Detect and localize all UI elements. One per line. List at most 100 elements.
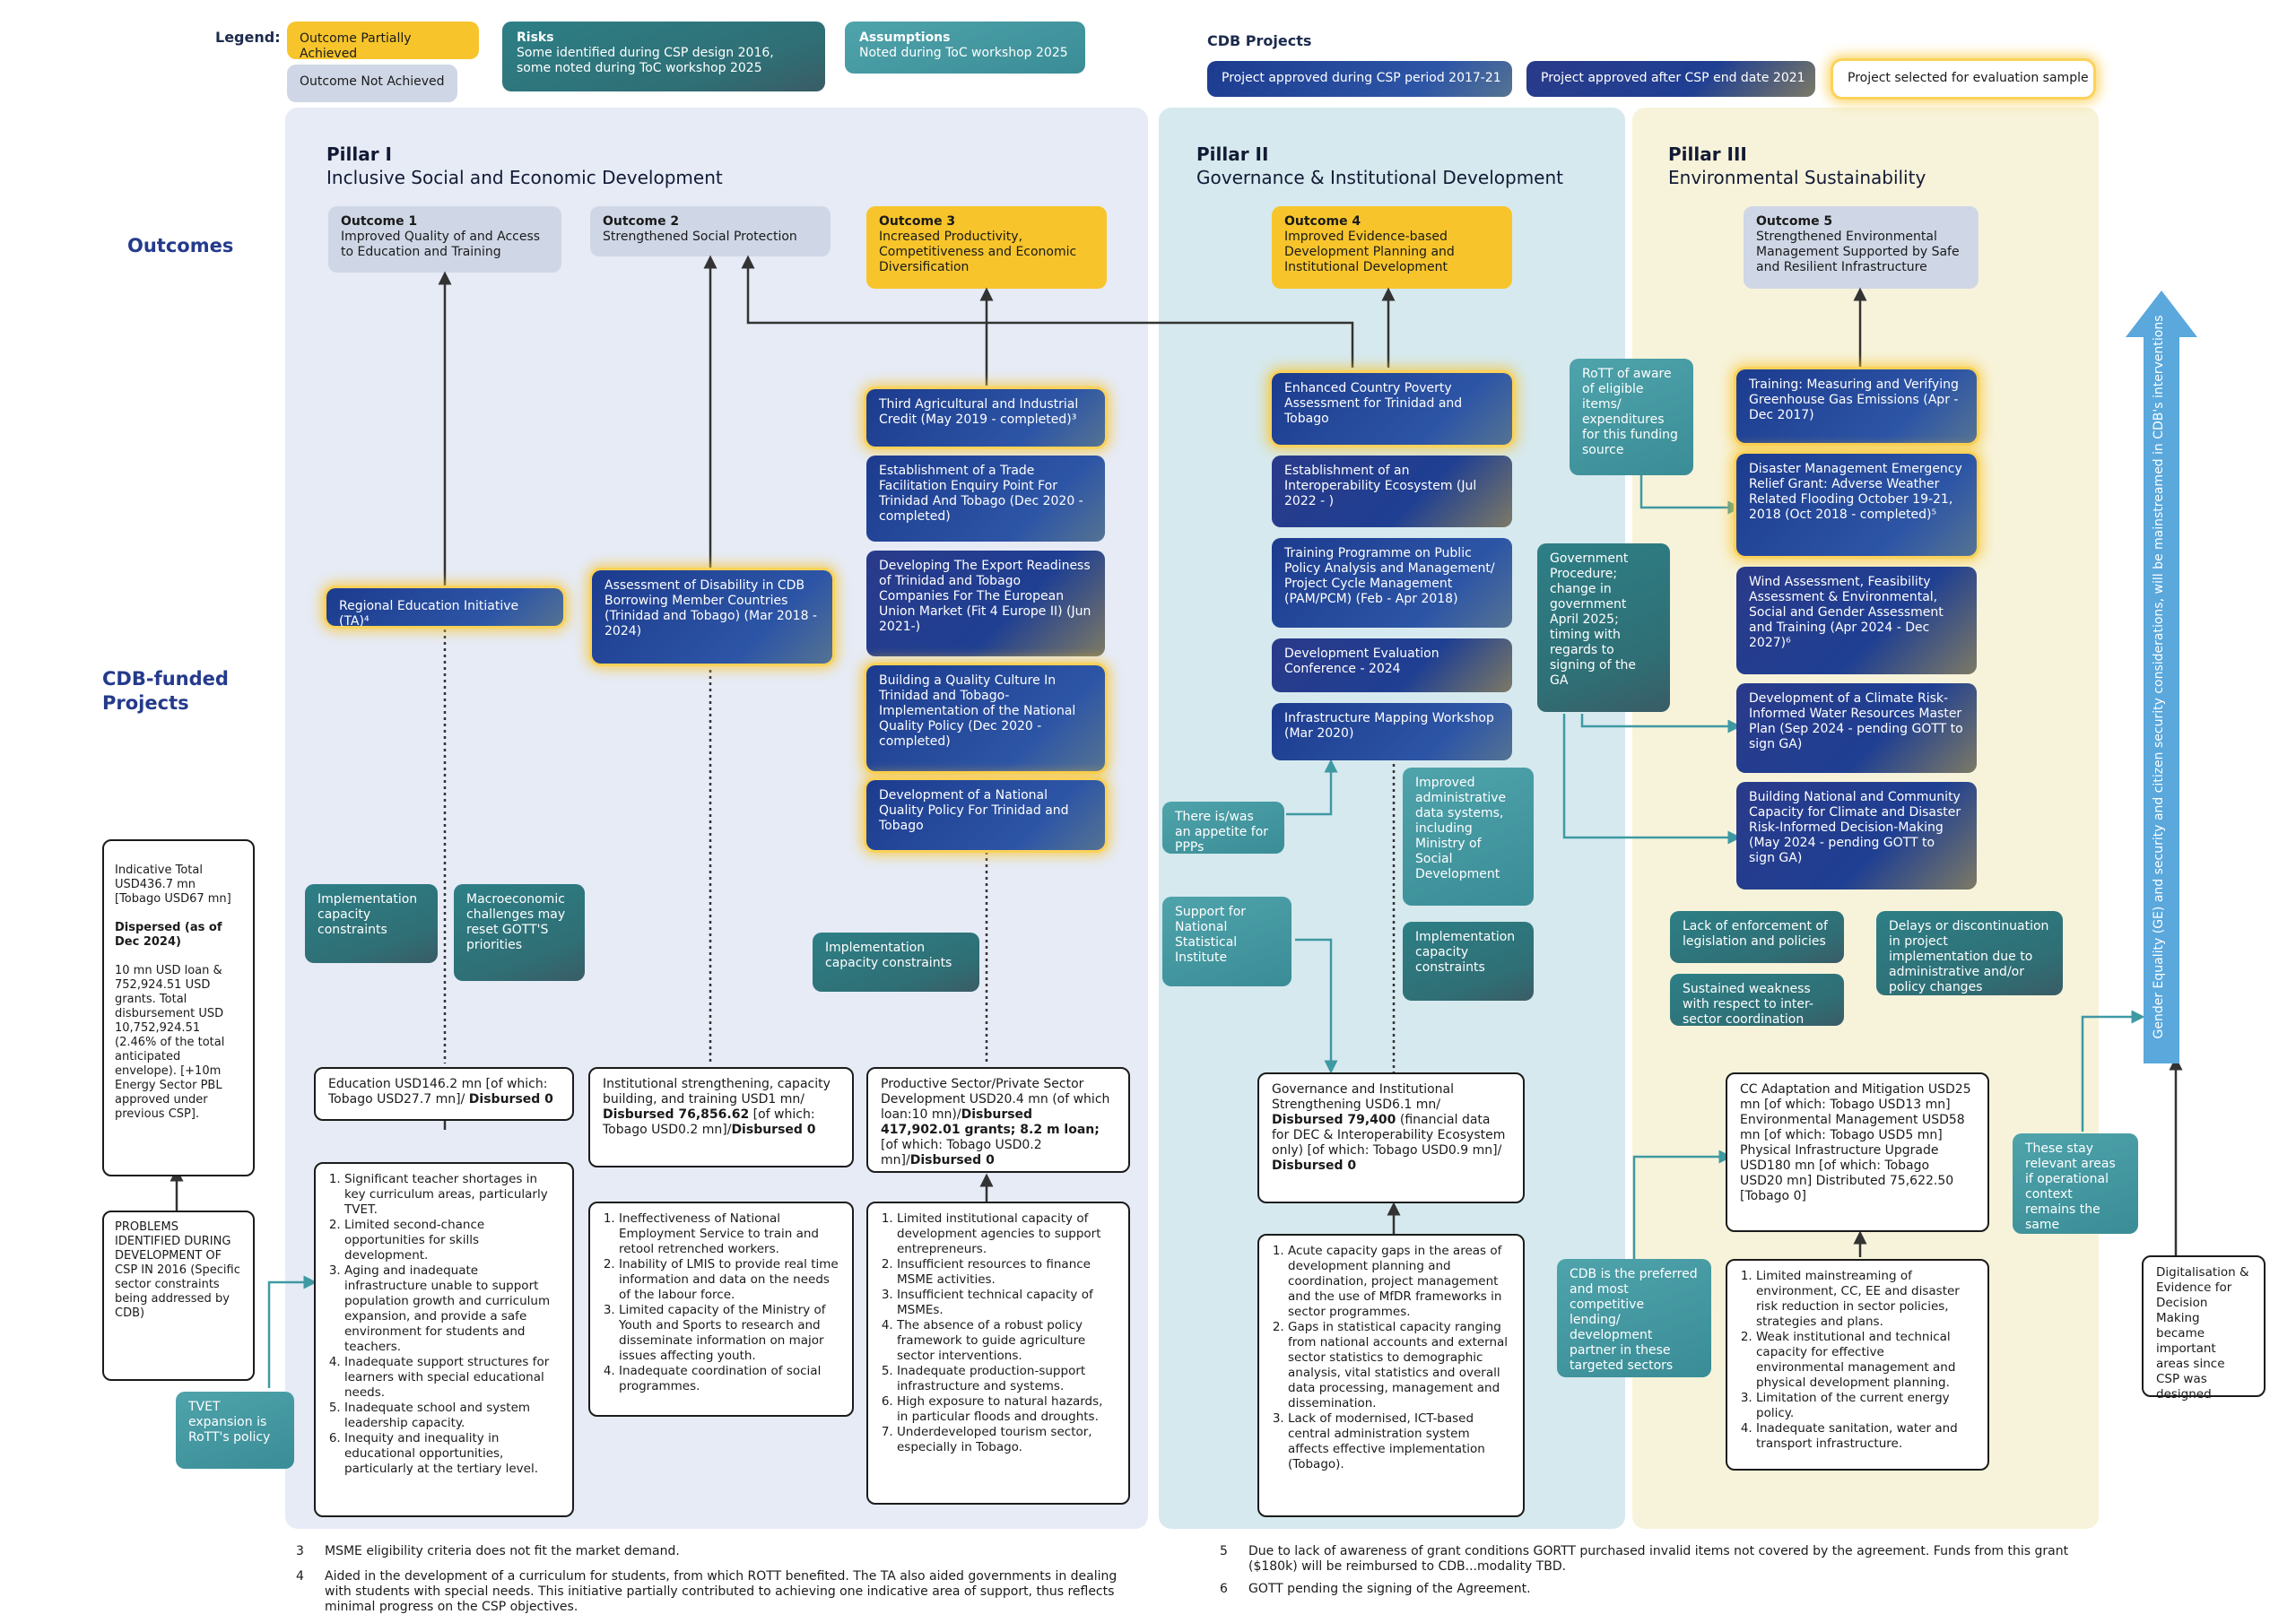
funding-institutional: Institutional strengthening, capacity bu… <box>588 1067 854 1167</box>
pillar-2-title: Pillar II <box>1196 143 1269 165</box>
assumption-admin-data: Improved administrative data systems, in… <box>1403 768 1534 906</box>
outcome-5-title: Outcome 5 <box>1756 214 1833 229</box>
problem-item: Limitation of the current energy policy. <box>1756 1391 1975 1421</box>
outcome-3-desc: Increased Productivity, Competitiveness … <box>879 230 1077 274</box>
legend-assumptions-text: Noted during ToC workshop 2025 <box>859 46 1068 60</box>
outcome-4-desc: Improved Evidence-based Development Plan… <box>1284 230 1455 274</box>
footnote-4-number: 4 <box>296 1569 304 1584</box>
project-ghg-training: Training: Measuring and Verifying Greenh… <box>1736 369 1977 443</box>
risk-implementation-3: Implementation capacity constraints <box>1403 922 1534 1001</box>
footnote-4-text: Aided in the development of a curriculum… <box>325 1569 1118 1614</box>
assumption-cdb-preferred: CDB is the preferred and most competitiv… <box>1557 1259 1711 1377</box>
funding-institutional-tobago: [of which: Tobago USD0.2 mn]/ <box>603 1107 815 1137</box>
funding-governance: Governance and Institutional Strengtheni… <box>1257 1072 1525 1203</box>
outcome-4-title: Outcome 4 <box>1284 214 1361 229</box>
funding-governance-disbursed: Disbursed 79,400 <box>1272 1113 1396 1127</box>
funding-governance-detail: (financial data for DEC & Interoperabili… <box>1272 1113 1506 1158</box>
funding-education: Education USD146.2 mn [of which: Tobago … <box>314 1067 574 1121</box>
legend-cdb-during: Project approved during CSP period 2017-… <box>1207 61 1512 97</box>
pillar-3-title: Pillar III <box>1668 143 1747 165</box>
legend-label: Legend: <box>215 29 281 46</box>
project-trade-facilitation: Establishment of a Trade Facilitation En… <box>866 456 1105 542</box>
project-pam-pcm-training: Training Programme on Public Policy Anal… <box>1272 538 1512 628</box>
assumption-stay-relevant: These stay relevant areas if operational… <box>2013 1133 2138 1234</box>
funding-education-disbursed: Disbursed 0 <box>468 1092 553 1107</box>
problem-item: Limited institutional capacity of develo… <box>897 1211 1116 1257</box>
funding-productive-tobago: [of which: Tobago USD0.2 mn]/ <box>881 1138 1042 1167</box>
project-regional-education: Regional Education Initiative (TA)⁴ <box>326 588 563 629</box>
gender-equality-arrow-text: Gender Equality (GE) and security and ci… <box>2152 315 2166 1039</box>
footnote-6-text: GOTT pending the signing of the Agreemen… <box>1248 1582 1531 1596</box>
risk-delays: Delays or discontinuation in project imp… <box>1876 911 2063 995</box>
project-infrastructure-mapping: Infrastructure Mapping Workshop (Mar 202… <box>1272 703 1512 760</box>
problems-productive-sector: Limited institutional capacity of develo… <box>866 1202 1130 1505</box>
funding-productive-sector: Productive Sector/Private Sector Develop… <box>866 1067 1130 1173</box>
funding-institutional-disbursed: Disbursed 76,856.62 <box>603 1107 750 1122</box>
problem-item: Significant teacher shortages in key cur… <box>344 1172 560 1218</box>
problems-identified-box: PROBLEMS IDENTIFIED DURING DEVELOPMENT O… <box>102 1211 255 1381</box>
legend-assumptions-title: Assumptions <box>859 30 951 45</box>
legend-cdb-title: CDB Projects <box>1207 32 1312 49</box>
project-export-readiness: Developing The Export Readiness of Trini… <box>866 551 1105 656</box>
assumption-rott-aware: RoTT of aware of eligible items/ expendi… <box>1570 359 1693 475</box>
funding-climate: CC Adaptation and Mitigation USD25 mn [o… <box>1726 1072 1989 1232</box>
project-national-quality-policy: Development of a National Quality Policy… <box>866 780 1105 850</box>
risk-government-procedure: Government Procedure; change in governme… <box>1537 543 1670 712</box>
problem-item: Inadequate support structures for learne… <box>344 1355 560 1401</box>
problem-item: Insufficient technical capacity of MSMEs… <box>897 1288 1116 1318</box>
project-interoperability-ecosystem: Establishment of an Interoperability Eco… <box>1272 456 1512 527</box>
outcome-1-title: Outcome 1 <box>341 214 418 229</box>
project-climate-capacity: Building National and Community Capacity… <box>1736 782 1977 890</box>
problems-environment: Limited mainstreaming of environment, CC… <box>1726 1259 1989 1471</box>
funding-institutional-text: Institutional strengthening, capacity bu… <box>603 1077 831 1107</box>
risk-inter-sector: Sustained weakness with respect to inter… <box>1670 974 1844 1027</box>
problems-education: Significant teacher shortages in key cur… <box>314 1162 574 1517</box>
problem-item: Inadequate coordination of social progra… <box>619 1364 839 1394</box>
funding-education-text: Education USD146.2 mn [of which: Tobago … <box>328 1077 548 1107</box>
outcome-2-title: Outcome 2 <box>603 214 680 229</box>
problem-item: Limited second-chance opportunities for … <box>344 1218 560 1263</box>
pillar-1-subtitle: Inclusive Social and Economic Developmen… <box>326 167 723 188</box>
project-assessment-disability: Assessment of Disability in CDB Borrowin… <box>592 570 832 664</box>
problem-item: Gaps in statistical capacity ranging fro… <box>1288 1320 1510 1411</box>
budget-details: 10 mn USD loan & 752,924.51 USD grants. … <box>115 964 225 1121</box>
project-wind-assessment: Wind Assessment, Feasibility Assessment … <box>1736 567 1977 674</box>
legend-not-achieved: Outcome Not Achieved <box>287 65 457 102</box>
footnote-5-number: 5 <box>1220 1544 1228 1558</box>
funding-governance-text: Governance and Institutional Strengtheni… <box>1272 1082 1455 1112</box>
problems-social-protection: Ineffectiveness of National Employment S… <box>588 1202 854 1417</box>
problem-item: Weak institutional and technical capacit… <box>1756 1330 1975 1391</box>
problem-item: The absence of a robust policy framework… <box>897 1318 1116 1364</box>
risk-implementation-1: Implementation capacity constraints <box>305 884 438 963</box>
problem-item: Inability of LMIS to provide real time i… <box>619 1257 839 1303</box>
problem-item: Limited capacity of the Ministry of Yout… <box>619 1303 839 1364</box>
problem-item: High exposure to natural hazards, in par… <box>897 1394 1116 1425</box>
funding-productive-text: Productive Sector/Private Sector Develop… <box>881 1077 1110 1122</box>
risk-macroeconomic: Macroeconomic challenges may reset GOTT'… <box>454 884 585 981</box>
problem-item: Lack of modernised, ICT-based central ad… <box>1288 1411 1510 1472</box>
problem-item: Inadequate school and system leadership … <box>344 1401 560 1431</box>
project-third-agricultural: Third Agricultural and Industrial Credit… <box>866 389 1105 447</box>
funding-productive-disbursed: Disbursed 417,902.01 grants; 8.2 m loan; <box>881 1107 1100 1137</box>
footnote-6-number: 6 <box>1220 1582 1228 1596</box>
project-disaster-relief-grant: Disaster Management Emergency Relief Gra… <box>1736 454 1977 556</box>
project-quality-culture: Building a Quality Culture In Trinidad a… <box>866 665 1105 771</box>
problem-item: Inadequate production-support infrastruc… <box>897 1364 1116 1394</box>
footnote-3-number: 3 <box>296 1544 304 1558</box>
project-evaluation-conference: Development Evaluation Conference - 2024 <box>1272 638 1512 692</box>
problems-governance: Acute capacity gaps in the areas of deve… <box>1257 1234 1525 1517</box>
projects-label: CDB-funded Projects <box>102 668 229 714</box>
outcome-2-desc: Strengthened Social Protection <box>603 230 797 244</box>
problem-item: Ineffectiveness of National Employment S… <box>619 1211 839 1257</box>
funding-governance-tobago-disbursed: Disbursed 0 <box>1272 1159 1357 1173</box>
legend-cdb-after: Project approved after CSP end date 2021 <box>1526 61 1815 97</box>
problem-item: Aging and inadequate infrastructure unab… <box>344 1263 560 1355</box>
problem-item: Inequity and inequality in educational o… <box>344 1431 560 1477</box>
risk-enforcement: Lack of enforcement of legislation and p… <box>1670 911 1844 963</box>
risk-implementation-2: Implementation capacity constraints <box>813 933 979 992</box>
